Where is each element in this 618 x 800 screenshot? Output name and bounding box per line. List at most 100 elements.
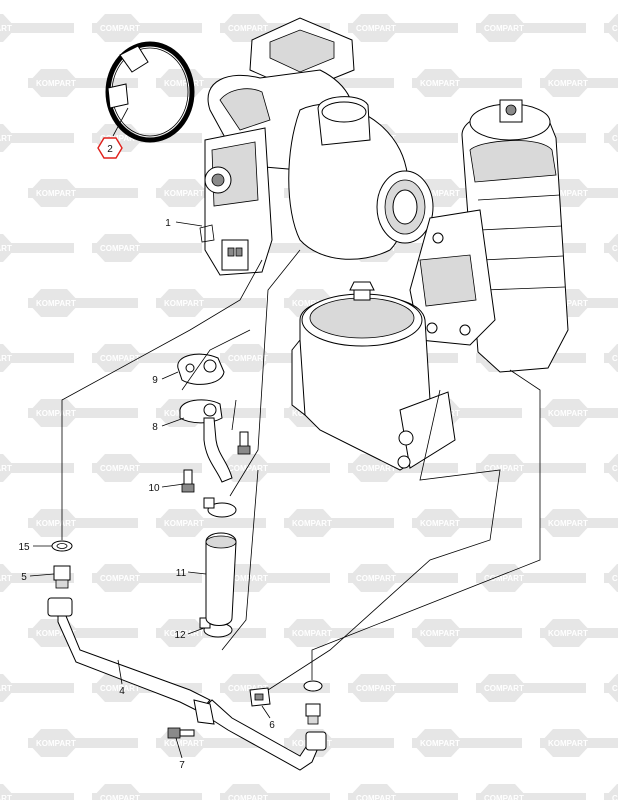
watermark-tile: KOMPART [156,509,266,537]
watermark-tile: COMPART [604,344,618,372]
watermark-text: COMPART [356,574,396,583]
watermark-text: KOMPART [164,519,204,528]
callout-9-label[interactable]: 9 [152,375,158,386]
watermark-tile: COMPART [0,564,74,592]
callout-6-label[interactable]: 6 [269,720,275,731]
watermark-tile: KOMPART [28,399,138,427]
watermark-tile: KOMPART [540,729,618,757]
watermark-text: COMPART [100,244,140,253]
watermark-text: COMPART [0,574,12,583]
watermark-text: KOMPART [420,629,460,638]
watermark-text: COMPART [612,794,618,800]
watermark-text: KOMPART [420,79,460,88]
watermark-text: KOMPART [164,79,204,88]
watermark-tile: COMPART [476,14,586,42]
callout-8-label[interactable]: 8 [152,422,158,433]
watermark-tile: COMPART [604,234,618,262]
callout-12-label[interactable]: 12 [174,630,186,641]
callout-4-label[interactable]: 4 [119,686,125,697]
callouts: 2 1 9 8 10 15 5 11 12 4 6 7 [18,137,275,771]
watermark-text: COMPART [228,574,268,583]
watermark-text: COMPART [612,244,618,253]
reference-lines [61,249,541,691]
watermark-tile: KOMPART [412,729,522,757]
watermark-tile: COMPART [604,14,618,42]
watermark-text: COMPART [228,794,268,800]
watermark-text: KOMPART [292,299,332,308]
watermark-text: COMPART [0,794,12,800]
watermark-tile: COMPART [220,344,330,372]
watermark-tile: COMPART [348,784,458,800]
watermark-tile: KOMPART [540,399,618,427]
callout-1-label[interactable]: 1 [165,218,171,229]
watermark-tile: COMPART [220,454,330,482]
watermark-text: COMPART [484,464,524,473]
watermark-tile: KOMPART [28,69,138,97]
watermark-tile: COMPART [348,564,458,592]
watermark-text: KOMPART [548,189,588,198]
watermark-tile: KOMPART [28,509,138,537]
watermark-tile: COMPART [604,674,618,702]
clip-part-6 [249,687,271,707]
callout-15-label[interactable]: 15 [18,542,30,553]
callout-5-label[interactable]: 5 [21,572,27,583]
watermark-text: COMPART [228,24,268,33]
watermark-tile: COMPART [92,234,202,262]
watermark-tile: KOMPART [28,619,138,647]
watermark-tile: COMPART [476,564,586,592]
watermark-tile: COMPART [92,784,202,800]
watermark-text: COMPART [100,574,140,583]
watermark-tile: KOMPART [156,289,266,317]
watermark-text: COMPART [484,574,524,583]
watermark-tile: KOMPART [284,509,394,537]
watermark-text: COMPART [484,24,524,33]
callout-2[interactable]: 2 [97,137,123,159]
callout-7-label[interactable]: 7 [179,760,185,771]
watermark-tile: KOMPART [28,289,138,317]
watermark-text: KOMPART [548,409,588,418]
watermark-tile: KOMPART [284,619,394,647]
watermark-text: KOMPART [420,739,460,748]
watermark-tile: KOMPART [412,69,522,97]
leader-lines [29,107,271,759]
watermark-text: COMPART [484,684,524,693]
callout-10-label[interactable]: 10 [148,483,160,494]
watermark-tile: COMPART [476,784,586,800]
turbocharger-assembly [199,17,434,276]
watermark-text: COMPART [484,794,524,800]
watermark-text: COMPART [612,134,618,143]
watermark-tile: COMPART [604,124,618,152]
watermark-tile: COMPART [0,454,74,482]
watermark-text: KOMPART [36,299,76,308]
watermark-text: KOMPART [420,519,460,528]
callout-11-label[interactable]: 11 [176,568,187,579]
watermark-text: COMPART [0,464,12,473]
oil-filter-housing [409,99,569,373]
watermark-text: KOMPART [292,629,332,638]
watermark-tile: COMPART [604,564,618,592]
watermark-tile: COMPART [0,14,74,42]
watermark-tile: COMPART [348,14,458,42]
watermark-text: KOMPART [548,739,588,748]
watermark-text: COMPART [228,354,268,363]
watermark-text: COMPART [100,684,140,693]
oil-cooler-housing [291,281,456,471]
watermark-tile: COMPART [92,344,202,372]
watermark-tile: COMPART [220,564,330,592]
v-band-clamp [105,41,195,143]
callout-2-label: 2 [107,144,113,155]
watermark-tile: COMPART [476,454,586,482]
bolt-part-10 [181,431,251,493]
watermark-tile: KOMPART [412,509,522,537]
watermark-tile: COMPART [0,124,74,152]
watermark-text: KOMPART [292,519,332,528]
fitting-part-5 [53,565,71,589]
watermark-text: COMPART [100,354,140,363]
watermark-text: COMPART [612,354,618,363]
watermark-text: COMPART [100,464,140,473]
watermark-tile: KOMPART [540,619,618,647]
watermark-text: COMPART [100,794,140,800]
watermark-text: COMPART [228,464,268,473]
